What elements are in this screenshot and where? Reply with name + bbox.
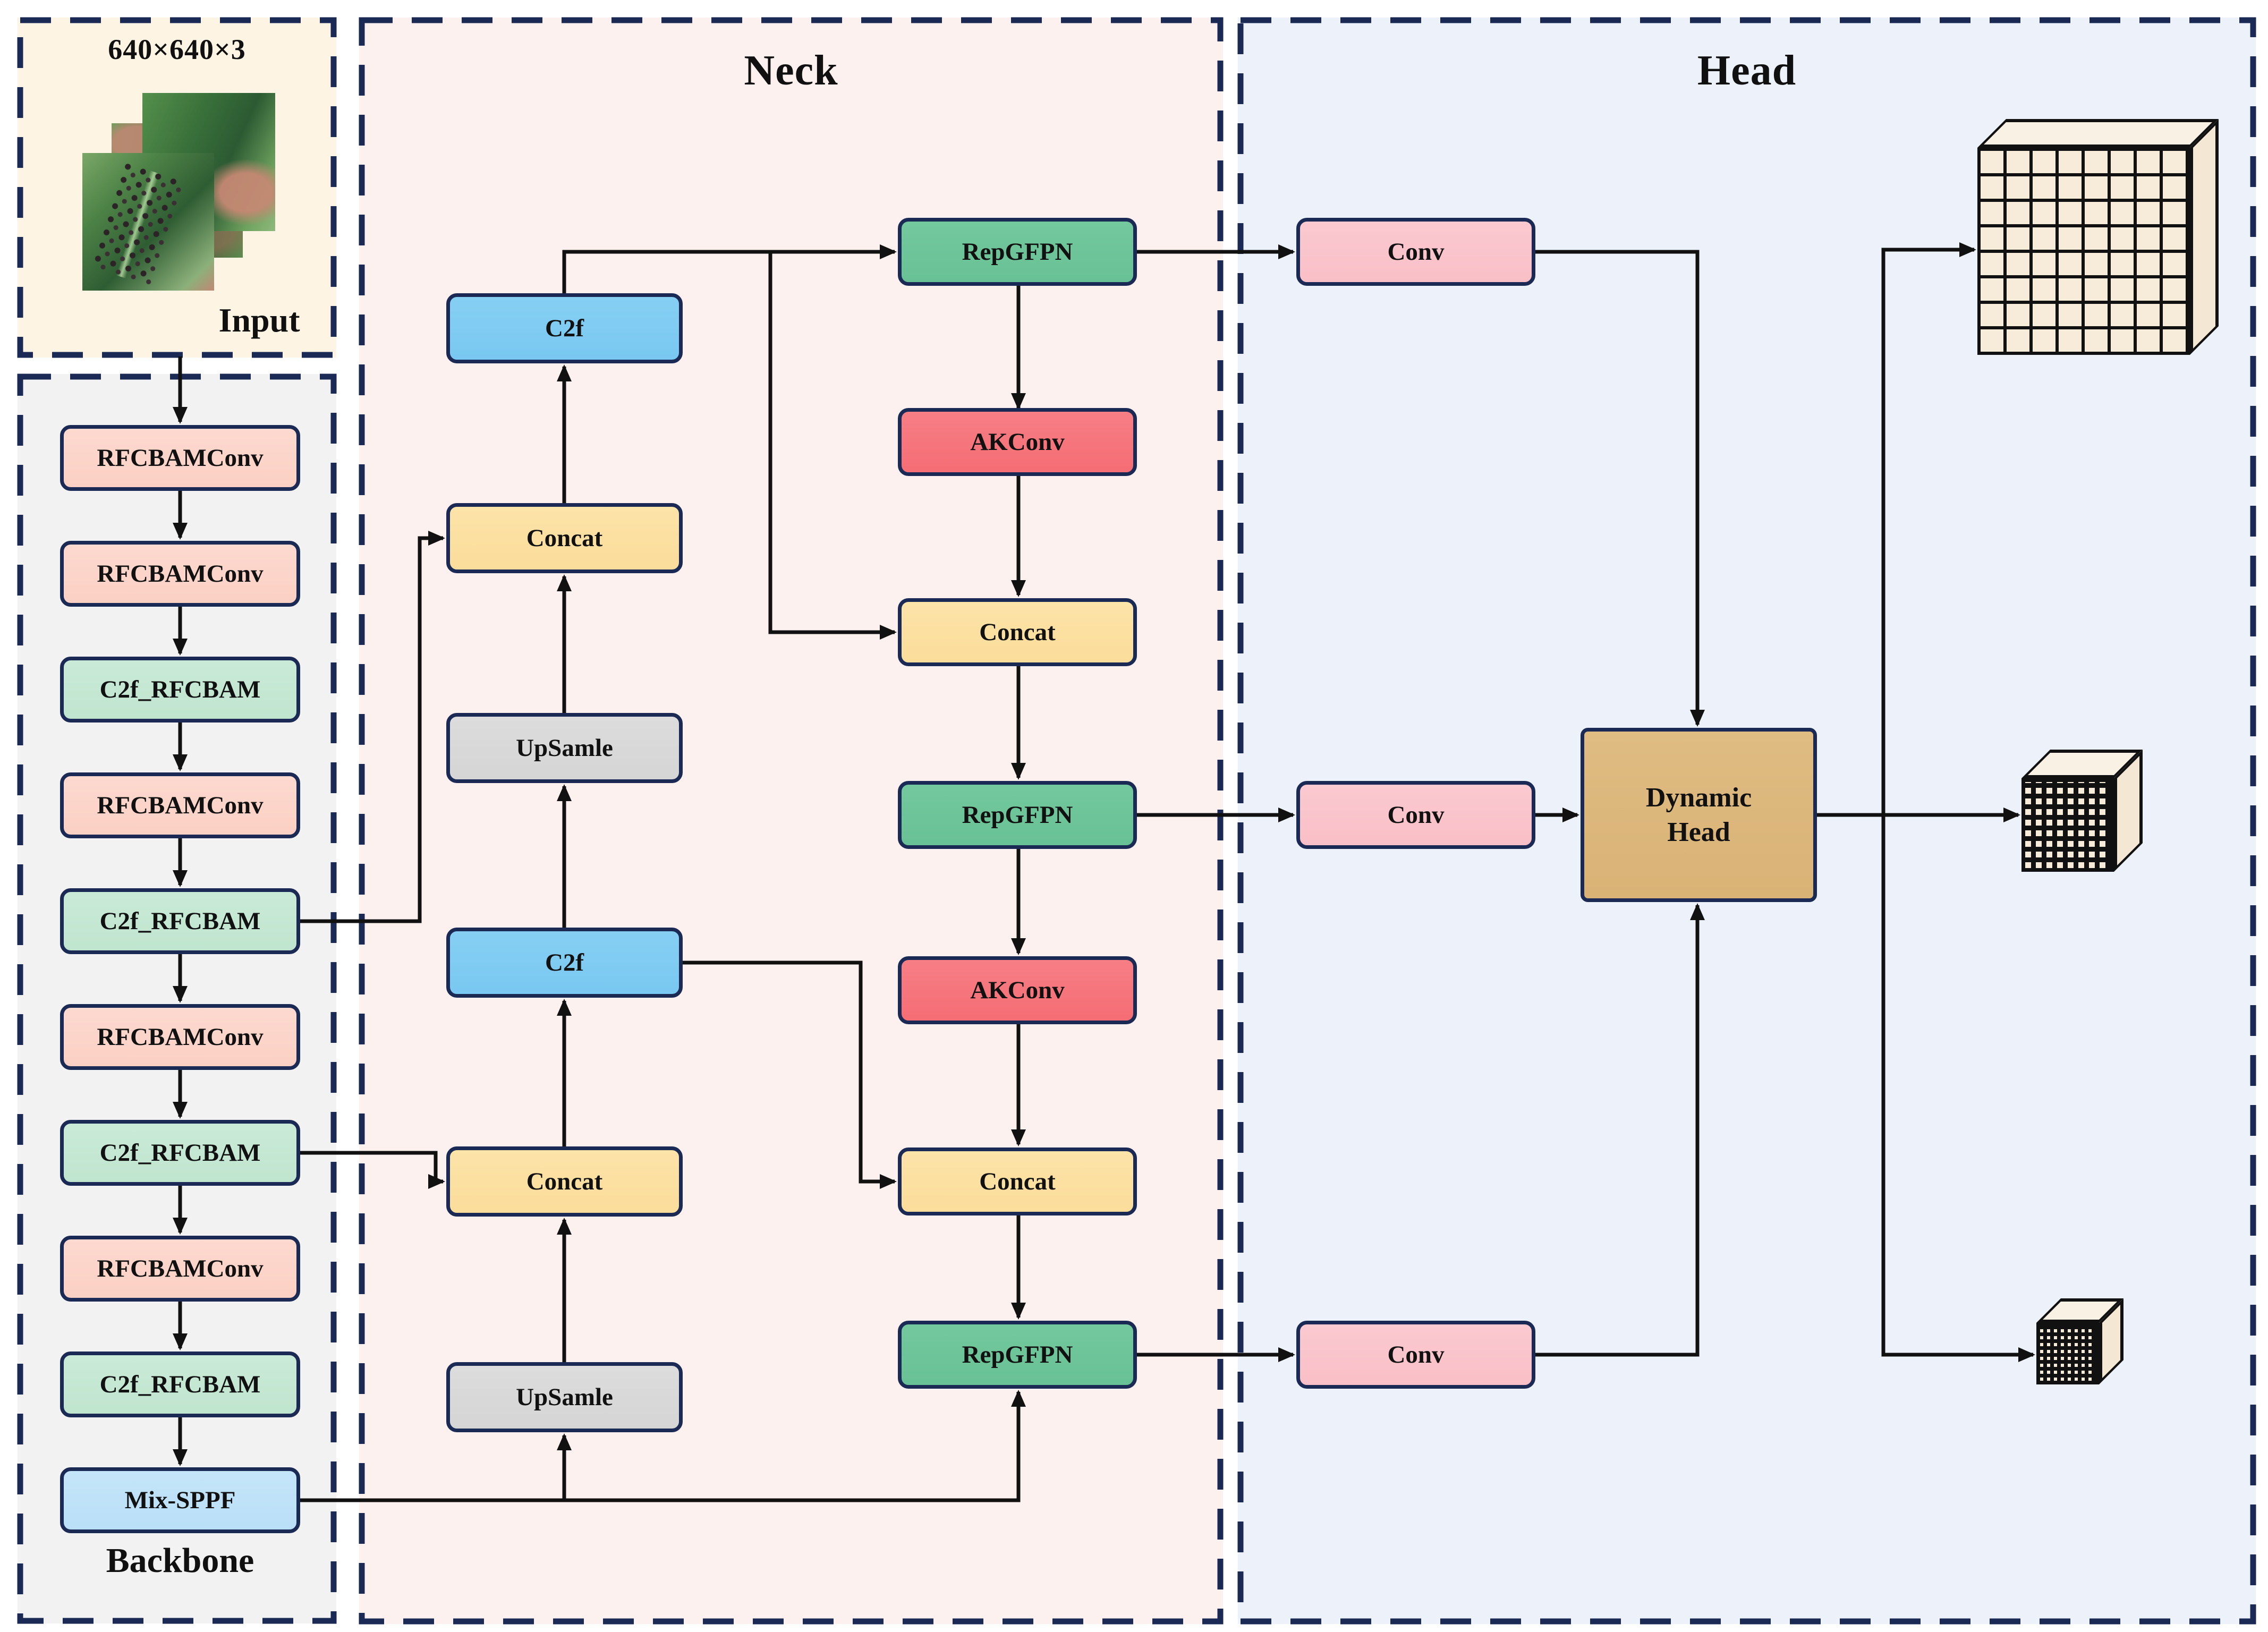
backbone-block-c2frfcbam-1: C2f_RFCBAM	[60, 657, 300, 722]
backbone-block-c2frfcbam-4: C2f_RFCBAM	[60, 1352, 300, 1417]
neck-c2f-top: C2f	[446, 293, 683, 363]
head-dynamic-head: Dynamic Head	[1581, 728, 1817, 902]
arrow-c2frfcbam-concat1	[300, 531, 445, 923]
neck-concat-bottom: Concat	[446, 1146, 683, 1217]
neck-upsample-top: UpSamle	[446, 713, 683, 783]
backbone-block-c2frfcbam-3: C2f_RFCBAM	[60, 1120, 300, 1186]
backbone-block-c2frfcbam-2: C2f_RFCBAM	[60, 888, 300, 954]
head-conv-3: Conv	[1296, 1321, 1535, 1389]
neck-c2f-mid: C2f	[446, 928, 683, 998]
neck-repgfpn-1: RepGFPN	[898, 218, 1137, 286]
arrow-junction-grid-small	[1881, 815, 2035, 1362]
head-panel-border	[1237, 17, 2256, 1625]
backbone-block-mixsppf: Mix-SPPF	[60, 1467, 300, 1533]
cube-front-grid	[1977, 148, 2190, 355]
neck-concat-right-2: Concat	[898, 1148, 1137, 1216]
head-panel-title: Head	[1697, 47, 1797, 94]
backbone-block-rfcbamconv-2: RFCBAMConv	[60, 541, 300, 607]
cube-front-grid	[2021, 778, 2114, 872]
output-feature-map-large	[1977, 119, 2219, 355]
cube-side-face	[2190, 119, 2219, 355]
arrow-c2f-top-repgfpn1	[562, 244, 897, 293]
backbone-block-rfcbamconv-4: RFCBAMConv	[60, 1004, 300, 1070]
neck-upsample-bottom: UpSamle	[446, 1362, 683, 1432]
neck-akconv-2: AKConv	[898, 956, 1137, 1024]
neck-concat-right-1: Concat	[898, 598, 1137, 666]
neck-repgfpn-3: RepGFPN	[898, 1321, 1137, 1389]
neck-repgfpn-2: RepGFPN	[898, 781, 1137, 849]
head-conv-1: Conv	[1296, 218, 1535, 286]
neck-akconv-1: AKConv	[898, 408, 1137, 476]
arrow-c2frfcbam-concat2	[300, 1151, 445, 1189]
backbone-panel-label: Backbone	[106, 1541, 254, 1580]
backbone-block-rfcbamconv-5: RFCBAMConv	[60, 1236, 300, 1302]
input-panel-border	[17, 17, 337, 358]
neck-panel-border	[359, 17, 1224, 1625]
neck-panel-title: Neck	[744, 47, 838, 94]
backbone-block-rfcbamconv-1: RFCBAMConv	[60, 425, 300, 491]
neck-concat-top: Concat	[446, 503, 683, 573]
backbone-block-rfcbamconv-3: RFCBAMConv	[60, 772, 300, 838]
head-conv-2: Conv	[1296, 781, 1535, 849]
panel-borders	[17, 17, 2256, 1625]
arrow-junction-grid-large	[1881, 242, 1976, 815]
arrow-mixsppf-repgfpn3	[300, 1390, 1026, 1502]
output-feature-map-small	[2036, 1298, 2123, 1384]
arrow-conv3-dynamichead	[1535, 903, 1705, 1357]
arrow-branch-concat-right	[768, 252, 897, 640]
arrow-conv1-dynamichead	[1535, 250, 1705, 727]
backbone-panel-border	[17, 373, 337, 1624]
input-panel-label: Input	[218, 301, 300, 339]
input-dimensions-title: 640×640×3	[108, 33, 246, 65]
cube-top-face	[1977, 119, 2219, 148]
cube-front-grid	[2036, 1323, 2099, 1384]
arrows	[173, 242, 2035, 1502]
output-feature-map-medium	[2021, 750, 2143, 872]
input-leaf-photo-front	[82, 153, 214, 291]
arrow-c2f-mid-concat-right	[683, 960, 897, 1189]
